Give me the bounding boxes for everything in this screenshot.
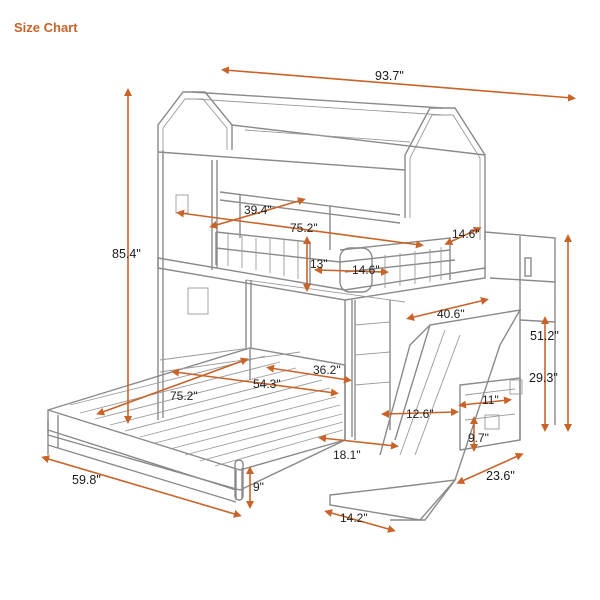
dim-bottom-bunk-length: 75.2" — [170, 389, 198, 403]
dim-top-bunk-length: 75.2" — [290, 221, 318, 235]
page-title: Size Chart — [14, 20, 78, 35]
dim-bottom-width: 59.8" — [72, 473, 101, 487]
dim-overall-height: 85.4" — [112, 247, 141, 261]
dim-overall-length: 93.7" — [375, 69, 404, 83]
dim-bottom-inner-length: 54.3" — [253, 377, 281, 391]
dim-side-height: 51.2" — [530, 329, 559, 343]
dim-bottom-inner-width: 36.2" — [313, 363, 341, 377]
dim-floor-clearance: 9" — [253, 480, 264, 494]
dim-step-width: 11" — [482, 393, 499, 407]
dim-step-height: 9.7" — [468, 431, 489, 445]
dim-stair-width: 23.6" — [486, 469, 515, 483]
dim-top-rail-gap: 14.6" — [352, 263, 380, 277]
dim-slide-offset: 18.1" — [333, 448, 361, 462]
dim-stair-depth: 12.6" — [406, 407, 434, 421]
dim-slide-width: 14.2" — [340, 511, 368, 525]
dim-platform-height: 29.3" — [529, 371, 558, 385]
dim-top-end-width: 14.6" — [452, 227, 480, 241]
dim-top-to-slide: 40.6" — [437, 307, 465, 321]
dim-top-rail-height: 13" — [310, 257, 328, 271]
dim-top-bunk-width: 39.4" — [244, 203, 272, 217]
dimension-labels: 93.7" 85.4" 75.2" 39.4" 13" 14.6" 14.6" … — [72, 69, 559, 525]
bed-frame — [47, 91, 556, 521]
dimension-arrows — [41, 66, 576, 533]
